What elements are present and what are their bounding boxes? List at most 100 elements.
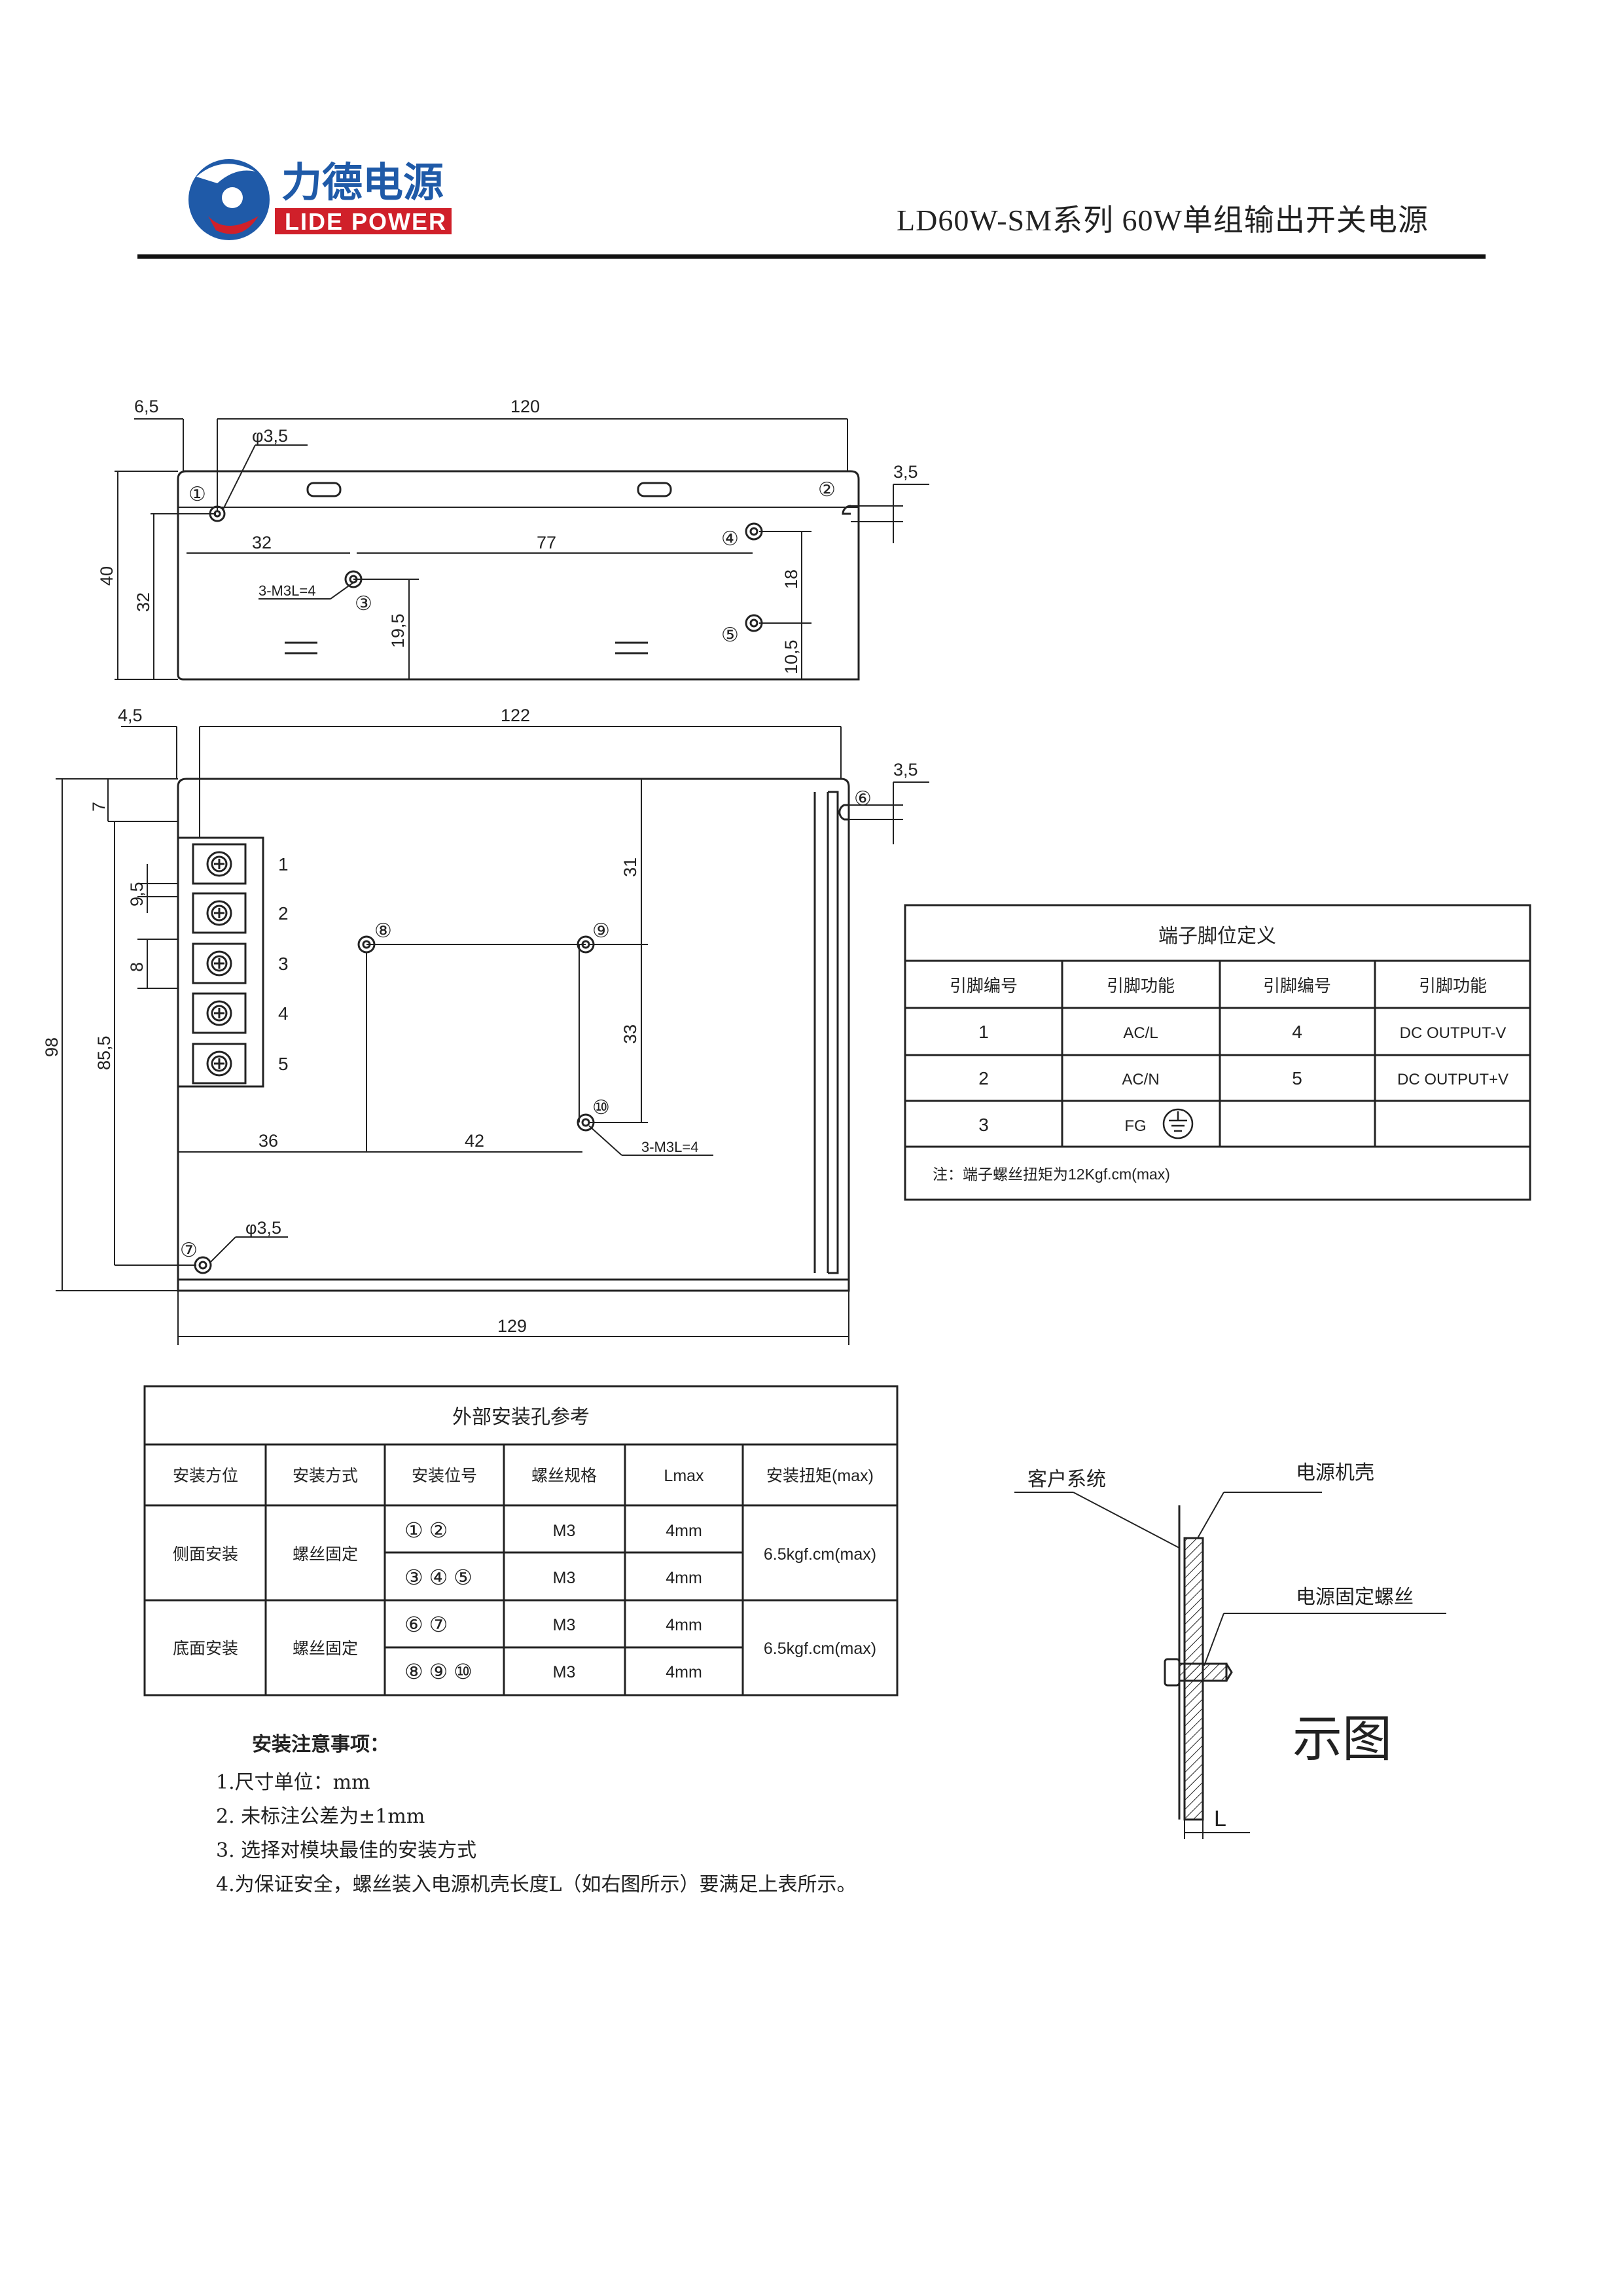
- mount-cell-spec: M3: [553, 1616, 576, 1634]
- header-graphics: 力德电源 LIDE POWER: [137, 158, 1486, 259]
- dim-40: 40: [97, 566, 116, 586]
- pin-header-2: 引脚功能: [1107, 976, 1175, 996]
- pin-cell: AC/N: [1122, 1071, 1159, 1088]
- terminal-num-5: 5: [278, 1054, 289, 1074]
- terminal-screws: [192, 843, 247, 1085]
- mount-cell-method: 螺丝固定: [293, 1545, 358, 1564]
- mount-header-5: Lmax: [664, 1467, 704, 1485]
- dim-8: 8: [127, 962, 147, 972]
- dim-120: 120: [510, 397, 540, 416]
- hole-label-9: ⑨: [592, 920, 610, 942]
- dim-hole-dia: φ3,5: [252, 426, 288, 446]
- pin-cell: AC/L: [1123, 1024, 1158, 1042]
- note-item: 1.尺寸单位：mm: [216, 1771, 370, 1794]
- mount-cell-method: 螺丝固定: [293, 1640, 358, 1658]
- dim-36: 36: [259, 1131, 278, 1151]
- mount-header-6: 安装扭矩(max): [766, 1467, 874, 1485]
- pin-cell: 5: [1292, 1068, 1302, 1088]
- brand-cn: 力德电源: [281, 158, 444, 206]
- pin-cell: DC OUTPUT-V: [1400, 1024, 1507, 1042]
- dim-122: 122: [501, 707, 530, 725]
- dim-9-5: 9,5: [127, 882, 147, 906]
- dim-32-h: 32: [252, 533, 272, 552]
- pin-header-3: 引脚编号: [1263, 976, 1331, 996]
- label-fix-screw: 电源固定螺丝: [1296, 1587, 1414, 1608]
- hole-label-6: ⑥: [854, 788, 872, 810]
- top-case-outline: [177, 470, 860, 681]
- pin-cell: 1: [978, 1022, 989, 1042]
- doc-title: LD60W-SM系列 60W单组输出开关电源: [897, 204, 1429, 237]
- pin-cell: 2: [978, 1068, 989, 1088]
- dim-33: 33: [620, 1024, 640, 1044]
- mount-header-1: 安装方位: [173, 1467, 238, 1485]
- notes-title: 安装注意事项：: [252, 1733, 389, 1756]
- hole-label-3: ③: [355, 593, 372, 615]
- mount-cell-spec: M3: [553, 1569, 576, 1587]
- pin-header-1: 引脚编号: [950, 976, 1018, 996]
- dim-32-v: 32: [134, 592, 153, 612]
- pin-cell: 4: [1292, 1022, 1302, 1042]
- dim-42: 42: [465, 1131, 484, 1151]
- pin-table: 端子脚位定义 引脚编号 引脚功能 引脚编号 引脚功能 1 AC/L 4 DC O…: [904, 904, 1531, 1201]
- mount-cell-holes: ③ ④ ⑤: [404, 1566, 473, 1589]
- mount-cell-spec: M3: [553, 1663, 576, 1681]
- top-view-drawing: 6,5 120 φ3,5 3,5 32 77 3-M3L=4 40 32 18 …: [97, 397, 929, 681]
- diagram-caption: 示图: [1293, 1710, 1392, 1768]
- brand-en: LIDE POWER: [285, 208, 447, 235]
- dim-3-5-b: 3,5: [893, 760, 918, 780]
- mount-table: 外部安装孔参考 安装方位 安装方式 安装位号 螺丝规格 Lmax 安装扭矩(ma…: [143, 1385, 899, 1696]
- hole-label-5: ⑤: [721, 624, 739, 646]
- terminal-block: [177, 836, 264, 1088]
- screw-head: [1164, 1658, 1181, 1687]
- dim-6-5: 6,5: [134, 397, 159, 416]
- dim-98: 98: [42, 1037, 62, 1057]
- label-l: L: [1214, 1806, 1226, 1831]
- dim-4-5: 4,5: [118, 707, 143, 725]
- dim-10-5: 10,5: [781, 639, 801, 674]
- mount-cell-lmax: 4mm: [666, 1522, 702, 1540]
- mount-cell-lmax: 4mm: [666, 1616, 702, 1634]
- mount-header-4: 螺丝规格: [531, 1467, 597, 1485]
- note-item: 3. 选择对模块最佳的安装方式: [216, 1839, 477, 1862]
- mount-header-2: 安装方式: [293, 1467, 358, 1485]
- hole-label-7: ⑦: [180, 1240, 198, 1261]
- dim-31: 31: [620, 857, 640, 877]
- install-notes: 安装注意事项： 1.尺寸单位：mm 2. 未标注公差为±1mm 3. 选择对模块…: [216, 1728, 857, 1902]
- pin-table-title: 端子脚位定义: [1158, 925, 1276, 947]
- label-client-system: 客户系统: [1027, 1469, 1106, 1490]
- mount-cell-holes: ⑧ ⑨ ⑩: [404, 1660, 473, 1683]
- mount-cell-lmax: 4mm: [666, 1663, 702, 1681]
- lide-logo-icon: [188, 159, 270, 240]
- logo-en-bg: [275, 208, 452, 234]
- earth-ground-icon: [1162, 1108, 1194, 1139]
- pin-cell: DC OUTPUT+V: [1397, 1071, 1508, 1088]
- label-power-case: 电源机壳: [1296, 1462, 1374, 1484]
- pin-header-4: 引脚功能: [1419, 976, 1487, 996]
- mount-cell-position: 底面安装: [173, 1640, 238, 1658]
- dim-screw-bottom: 3-M3L=4: [641, 1139, 698, 1155]
- dim-7: 7: [89, 802, 109, 812]
- mount-cell-torque: 6.5kgf.cm(max): [764, 1640, 876, 1658]
- mount-cell-spec: M3: [553, 1522, 576, 1540]
- mount-cell-torque: 6.5kgf.cm(max): [764, 1545, 876, 1564]
- terminal-num-4: 4: [278, 1003, 289, 1024]
- mount-header-3: 安装位号: [412, 1467, 477, 1485]
- terminal-num-1: 1: [278, 854, 289, 874]
- pin-table-note: 注：端子螺丝扭矩为12Kgf.cm(max): [933, 1166, 1170, 1183]
- screw-shaft: [1178, 1662, 1228, 1682]
- pin-cell: 3: [978, 1115, 989, 1135]
- note-item: 2. 未标注公差为±1mm: [216, 1805, 425, 1828]
- dim-19-5: 19,5: [388, 613, 408, 648]
- screw-mount-diagram: 客户系统 电源机壳 电源固定螺丝 L: [1014, 1462, 1446, 1839]
- pin-cell: FG: [1124, 1117, 1146, 1135]
- mount-cell-position: 侧面安装: [173, 1545, 238, 1564]
- dim-hole-dia-b: φ3,5: [245, 1218, 281, 1238]
- dim-129: 129: [497, 1316, 527, 1336]
- dim-85-5: 85,5: [94, 1035, 114, 1070]
- hole-label-2: ②: [818, 479, 836, 501]
- bottom-view-drawing: 4,5 122 3,5 7 9,5 8 98 85,5 31 33 36 42 …: [42, 707, 929, 1345]
- terminal-num-2: 2: [278, 903, 289, 924]
- mount-table-title: 外部安装孔参考: [452, 1407, 590, 1428]
- hole-label-8: ⑧: [374, 920, 392, 942]
